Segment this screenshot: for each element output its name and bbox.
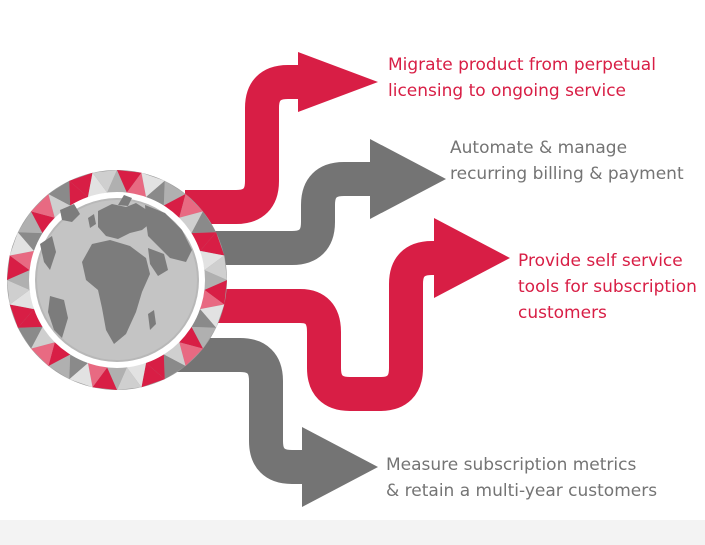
label-line: Measure subscription metrics bbox=[386, 455, 637, 475]
footer-band bbox=[0, 520, 705, 545]
label-line: licensing to ongoing service bbox=[388, 81, 626, 101]
ring-triangle bbox=[146, 354, 165, 380]
ring-triangle bbox=[7, 270, 30, 290]
ring-triangle bbox=[204, 255, 227, 280]
ring-triangle bbox=[9, 232, 34, 256]
label-automate-billing: Automate & manage recurring billing & pa… bbox=[450, 135, 684, 187]
ring-triangle bbox=[179, 326, 204, 349]
label-line: tools for subscription bbox=[518, 277, 697, 297]
ring-triangle bbox=[191, 232, 217, 251]
ring-triangle bbox=[30, 342, 55, 367]
ring-triangle bbox=[69, 354, 88, 380]
arrow-measure-metrics bbox=[165, 338, 378, 507]
arrow-migrate-product bbox=[185, 52, 378, 224]
ring-triangle bbox=[7, 280, 30, 305]
globe-border-ring bbox=[7, 170, 227, 390]
ring-triangle bbox=[92, 170, 117, 193]
ring-triangle bbox=[48, 180, 71, 206]
label-line: recurring billing & payment bbox=[450, 164, 684, 184]
ring-triangle bbox=[126, 172, 147, 197]
ring-triangle bbox=[141, 172, 165, 197]
ring-triangle bbox=[191, 326, 217, 349]
ring-triangle bbox=[179, 211, 204, 234]
label-self-service: Provide self service tools for subscript… bbox=[518, 248, 697, 326]
continents-icon bbox=[40, 195, 192, 344]
label-line: Migrate product from perpetual bbox=[388, 55, 656, 75]
ring-triangle bbox=[200, 250, 225, 271]
ring-triangle bbox=[69, 363, 93, 388]
ring-triangle bbox=[69, 180, 88, 206]
ring-triangle bbox=[107, 367, 127, 390]
ring-triangle bbox=[163, 354, 186, 380]
ring-triangle bbox=[179, 193, 204, 218]
ring-triangle bbox=[7, 255, 30, 280]
label-line: Provide self service bbox=[518, 251, 683, 271]
label-line: & retain a multi-year customers bbox=[386, 481, 658, 501]
ring-triangle bbox=[191, 211, 217, 234]
ring-triangle bbox=[200, 304, 225, 328]
ring-triangle bbox=[204, 280, 227, 305]
ring-triangle bbox=[87, 363, 108, 388]
ring-triangle bbox=[48, 193, 71, 218]
ring-triangle bbox=[107, 170, 127, 193]
ring-triangle bbox=[204, 270, 227, 290]
label-line: Automate & manage bbox=[450, 138, 628, 158]
ring-triangle bbox=[191, 309, 217, 328]
ring-triangle bbox=[146, 180, 165, 206]
ring-triangle bbox=[163, 193, 186, 218]
ring-triangle bbox=[200, 232, 225, 256]
ring-triangle bbox=[30, 211, 55, 234]
ring-triangle bbox=[92, 367, 117, 390]
ring-triangle bbox=[200, 289, 225, 310]
ring-triangle bbox=[17, 232, 43, 251]
ring-triangle bbox=[141, 363, 165, 388]
ring-triangle bbox=[117, 367, 142, 390]
ring-triangle bbox=[17, 309, 43, 328]
arrow-automate-billing bbox=[200, 139, 446, 265]
ring-triangle bbox=[9, 289, 34, 310]
ring-triangle bbox=[9, 304, 34, 328]
ring-triangle bbox=[69, 172, 93, 197]
label-migrate-product: Migrate product from perpetual licensing… bbox=[388, 52, 656, 104]
arrow-self-service bbox=[205, 218, 510, 411]
ring-triangle bbox=[30, 326, 55, 349]
ring-triangle bbox=[179, 342, 204, 367]
ring-triangle bbox=[9, 250, 34, 271]
label-line: customers bbox=[518, 303, 607, 323]
label-measure-metrics: Measure subscription metrics & retain a … bbox=[386, 452, 657, 504]
globe-icon bbox=[7, 170, 227, 390]
ring-triangle bbox=[30, 193, 55, 218]
ring-triangle bbox=[126, 363, 147, 388]
ring-triangle bbox=[48, 342, 71, 367]
ring-triangle bbox=[48, 354, 71, 380]
ring-triangle bbox=[163, 180, 186, 206]
ring-triangle bbox=[17, 326, 43, 349]
ring-triangle bbox=[87, 172, 108, 197]
ring-triangle bbox=[17, 211, 43, 234]
ring-triangle bbox=[163, 342, 186, 367]
ring-triangle bbox=[117, 170, 142, 193]
